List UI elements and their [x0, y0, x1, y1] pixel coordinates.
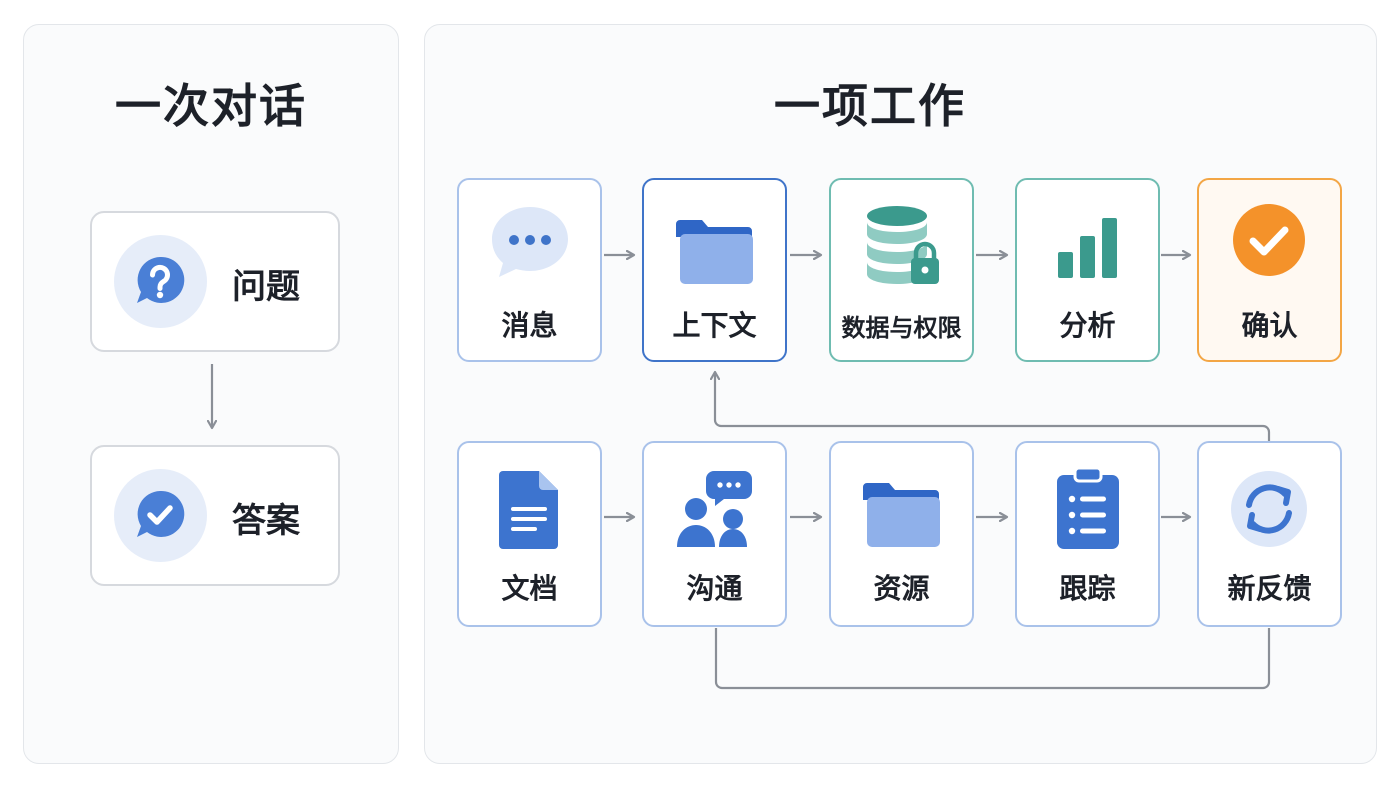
check-circle-icon	[1199, 202, 1340, 286]
document-icon	[459, 465, 600, 549]
bar-chart-icon	[1017, 202, 1158, 286]
answer-box: 答案	[90, 445, 340, 586]
answer-label: 答案	[232, 501, 300, 541]
node-context: 上下文	[642, 178, 787, 362]
check-bubble-icon	[114, 469, 207, 562]
node-new-feedback-label: 新反馈	[1227, 572, 1312, 605]
node-data-permissions-label: 数据与权限	[841, 314, 962, 342]
node-resources: 资源	[829, 441, 974, 627]
node-tracking-label: 跟踪	[1059, 572, 1116, 605]
node-data-permissions: 数据与权限	[829, 178, 974, 362]
node-analysis: 分析	[1015, 178, 1160, 362]
node-resources-label: 资源	[873, 572, 930, 605]
people-chat-icon	[644, 465, 785, 549]
chat-bubble-icon	[459, 202, 600, 286]
workflow-title: 一项工作	[774, 79, 966, 133]
database-lock-icon	[831, 202, 972, 286]
node-new-feedback: 新反馈	[1197, 441, 1342, 627]
node-communication-label: 沟通	[686, 572, 743, 605]
workflow-panel	[424, 24, 1377, 764]
refresh-icon	[1199, 465, 1340, 549]
folder-icon	[831, 465, 972, 549]
node-confirm-label: 确认	[1241, 309, 1298, 342]
node-message: 消息	[457, 178, 602, 362]
node-communication: 沟通	[642, 441, 787, 627]
node-document-label: 文档	[501, 572, 558, 605]
single-conversation-title: 一次对话	[115, 79, 307, 133]
question-label: 问题	[232, 267, 300, 307]
feedback-to-context-loop	[715, 372, 1271, 441]
node-analysis-label: 分析	[1059, 309, 1116, 342]
communication-feedback-loop	[714, 628, 1271, 690]
node-message-label: 消息	[501, 309, 558, 342]
node-document: 文档	[457, 441, 602, 627]
question-box: 问题	[90, 211, 340, 352]
node-context-label: 上下文	[672, 309, 757, 342]
clipboard-icon	[1017, 465, 1158, 549]
node-tracking: 跟踪	[1015, 441, 1160, 627]
node-confirm: 确认	[1197, 178, 1342, 362]
question-bubble-icon	[114, 235, 207, 328]
folder-icon	[644, 202, 785, 286]
